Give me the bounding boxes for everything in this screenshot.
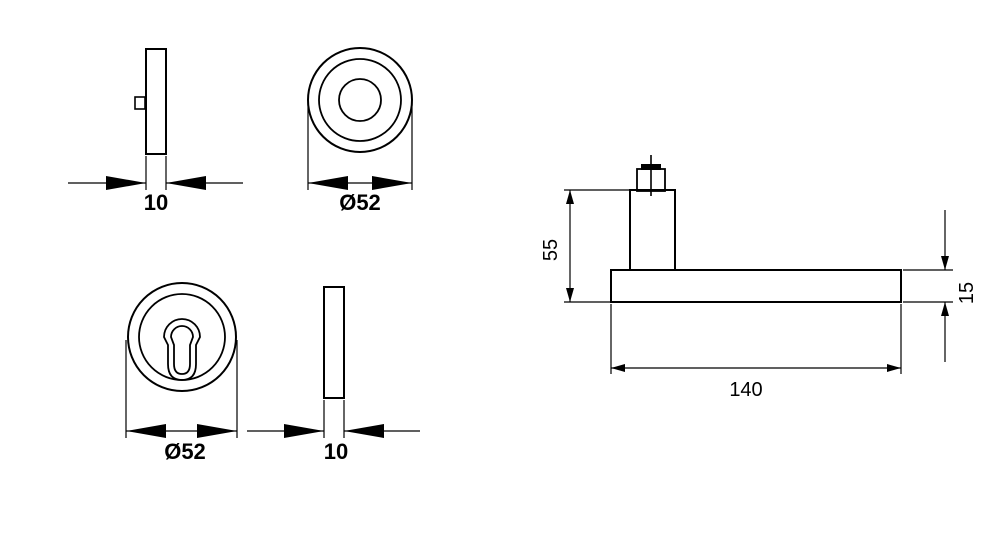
- rose-side-pin: [134, 96, 146, 110]
- lever-handle-view: 55 140 15: [540, 155, 978, 401]
- rose-outer-circle: [307, 47, 413, 153]
- arrowhead: [372, 176, 412, 190]
- rose-inner-circle: [338, 78, 382, 122]
- lever-length-label: 140: [729, 379, 762, 401]
- spindle-tip: [641, 164, 661, 170]
- lever-neck: [629, 189, 676, 271]
- arrowhead: [197, 424, 237, 438]
- arrowhead: [887, 364, 901, 372]
- lever-height-label: 55: [540, 239, 562, 261]
- rose-middle-circle: [318, 58, 402, 142]
- lever-bar: [610, 269, 902, 303]
- lever-thickness-label: 15: [956, 282, 978, 304]
- arrowhead: [344, 424, 384, 438]
- rose-side-body: [145, 48, 167, 155]
- arrowhead: [308, 176, 348, 190]
- cylinder-hole-inner: [170, 325, 194, 375]
- rose-diameter-label: Ø52: [339, 190, 381, 215]
- rose-front-view: Ø52: [307, 47, 413, 215]
- arrowhead: [284, 424, 324, 438]
- arrowhead: [566, 190, 574, 204]
- arrowhead: [166, 176, 206, 190]
- arrowhead: [566, 288, 574, 302]
- escutcheon-outer-circle: [127, 282, 237, 392]
- arrowhead: [106, 176, 146, 190]
- cylinder-hole-outer: [163, 318, 201, 381]
- arrowhead: [611, 364, 625, 372]
- arrowhead: [941, 302, 949, 316]
- arrowhead: [126, 424, 166, 438]
- escutcheon-inner-circle: [138, 293, 226, 381]
- arrowhead: [941, 256, 949, 270]
- escutcheon-front-view: Ø52: [125, 282, 238, 464]
- rose-side-view: 10: [68, 48, 243, 215]
- rose-thickness-label: 10: [144, 190, 168, 215]
- escutcheon-thickness-label: 10: [324, 439, 348, 464]
- escutcheon-side-body: [323, 286, 345, 399]
- escutcheon-diameter-label: Ø52: [164, 439, 206, 464]
- escutcheon-side-view: 10: [247, 286, 420, 464]
